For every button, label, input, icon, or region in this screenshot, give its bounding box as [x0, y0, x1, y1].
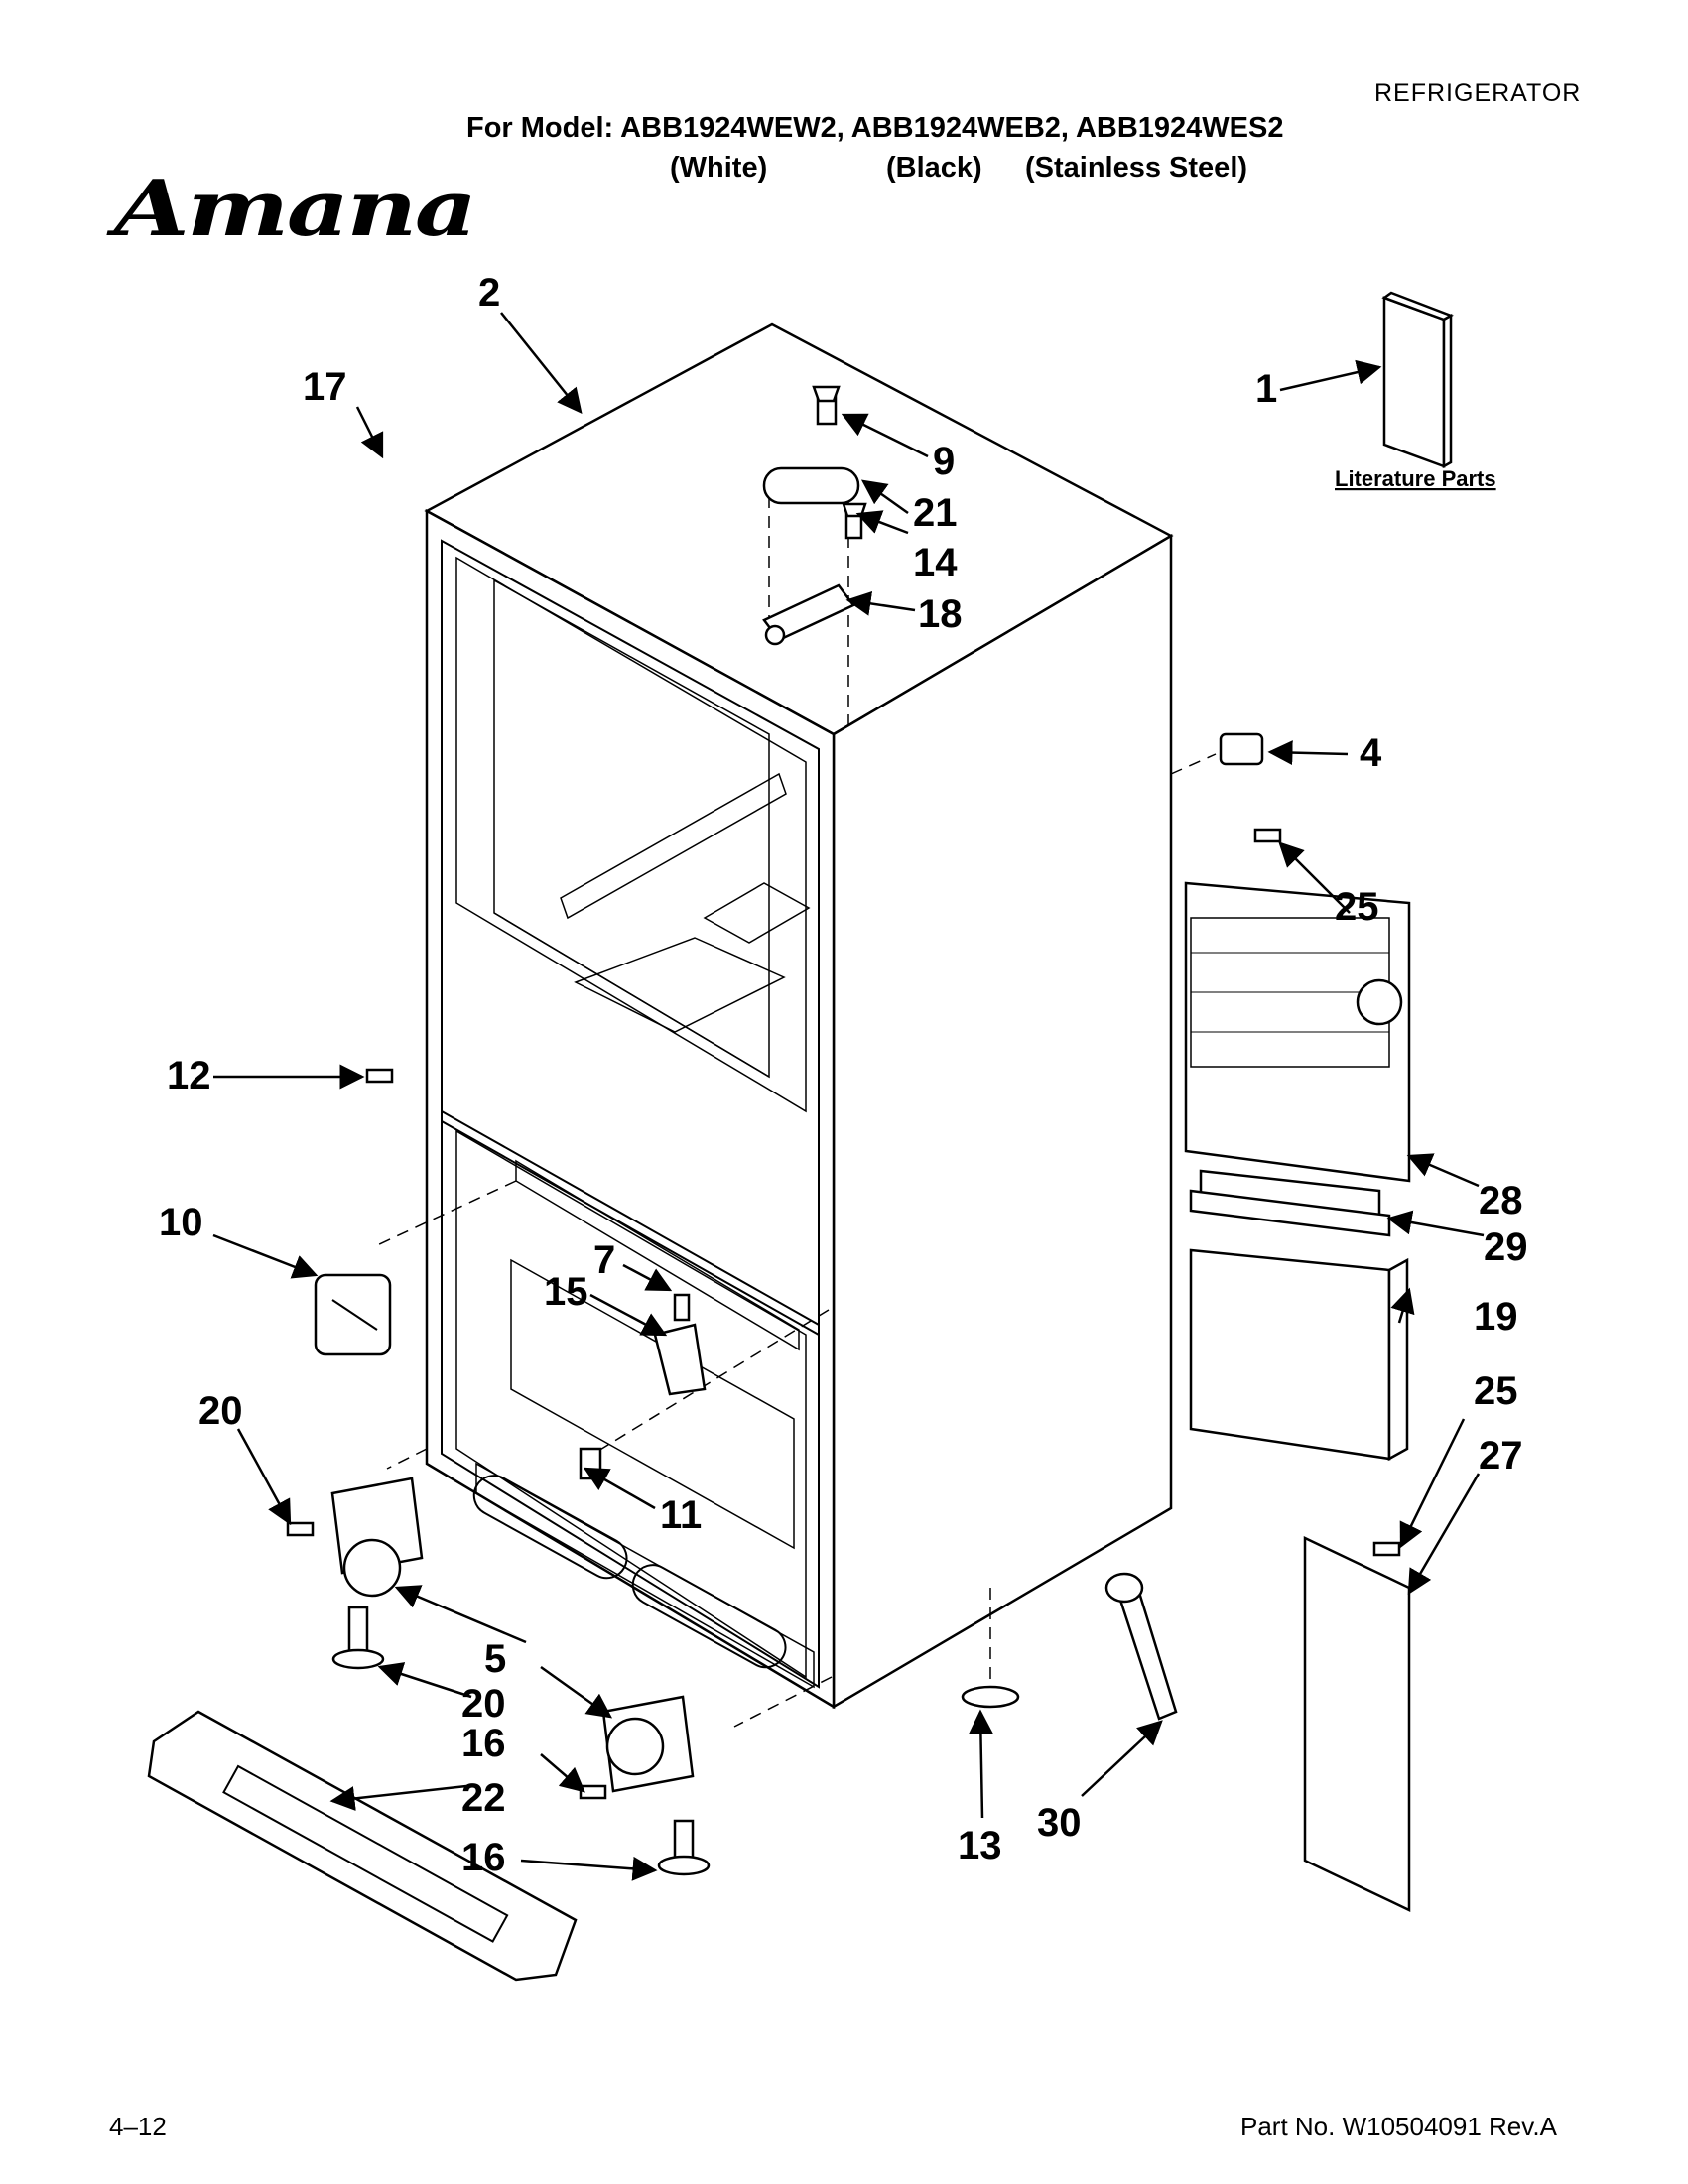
rear-panels [1184, 881, 1411, 1912]
callout-15: 15 [544, 1270, 588, 1314]
callout-11: 11 [660, 1493, 702, 1537]
assembly-lines [376, 496, 1217, 1728]
callout-1: 1 [1255, 367, 1277, 411]
leveling-legs [331, 1606, 1020, 1876]
callout-10: 10 [159, 1201, 203, 1244]
callout-7: 7 [593, 1238, 615, 1282]
callout-12: 12 [167, 1054, 211, 1097]
control-box [314, 1273, 392, 1356]
literature-booklet [1381, 291, 1454, 469]
brand-logo: Amana [114, 164, 477, 254]
roller-brackets [330, 1477, 695, 1793]
callout-28: 28 [1479, 1179, 1523, 1222]
callout-27: 27 [1479, 1434, 1523, 1477]
callout-16a: 16 [461, 1722, 506, 1765]
literature-parts-label: Literature Parts [1335, 466, 1496, 491]
leader-lines [212, 312, 1485, 1881]
callout-25b: 25 [1474, 1369, 1518, 1413]
callout-20a: 20 [198, 1389, 243, 1433]
callout-5: 5 [484, 1637, 506, 1681]
callout-13: 13 [958, 1824, 1002, 1867]
model-line: For Model: ABB1924WEW2, ABB1924WEB2, ABB… [466, 112, 1284, 144]
callout-18: 18 [918, 592, 963, 636]
cabinet [424, 322, 1174, 1710]
callout-2: 2 [478, 271, 500, 315]
callout-16b: 16 [461, 1836, 506, 1879]
callout-29: 29 [1484, 1225, 1528, 1269]
callout-22: 22 [461, 1776, 506, 1820]
variant-stainless: (Stainless Steel) [1025, 152, 1248, 184]
callout-21: 21 [913, 491, 958, 535]
callout-numbers: 1 2 4 5 7 9 10 11 12 13 14 15 16 16 17 1… [159, 271, 1528, 1879]
callout-19: 19 [1474, 1295, 1518, 1339]
callout-9: 9 [933, 440, 955, 483]
tool-part [1104, 1572, 1178, 1721]
toe-grille [147, 1710, 578, 1982]
page-number: 4–12 [109, 2112, 167, 2141]
callout-25a: 25 [1335, 885, 1379, 929]
callout-14: 14 [913, 541, 958, 584]
callout-17: 17 [303, 365, 347, 409]
part-number: Part No. W10504091 Rev.A [1240, 2112, 1557, 2141]
screws [286, 828, 1401, 1800]
variant-black: (Black) [886, 152, 982, 184]
label-part [1219, 732, 1264, 766]
page-category: REFRIGERATOR [1374, 79, 1582, 107]
callout-30: 30 [1037, 1801, 1082, 1845]
callout-20b: 20 [461, 1682, 506, 1726]
callout-4: 4 [1360, 731, 1382, 775]
variant-white: (White) [670, 152, 768, 184]
